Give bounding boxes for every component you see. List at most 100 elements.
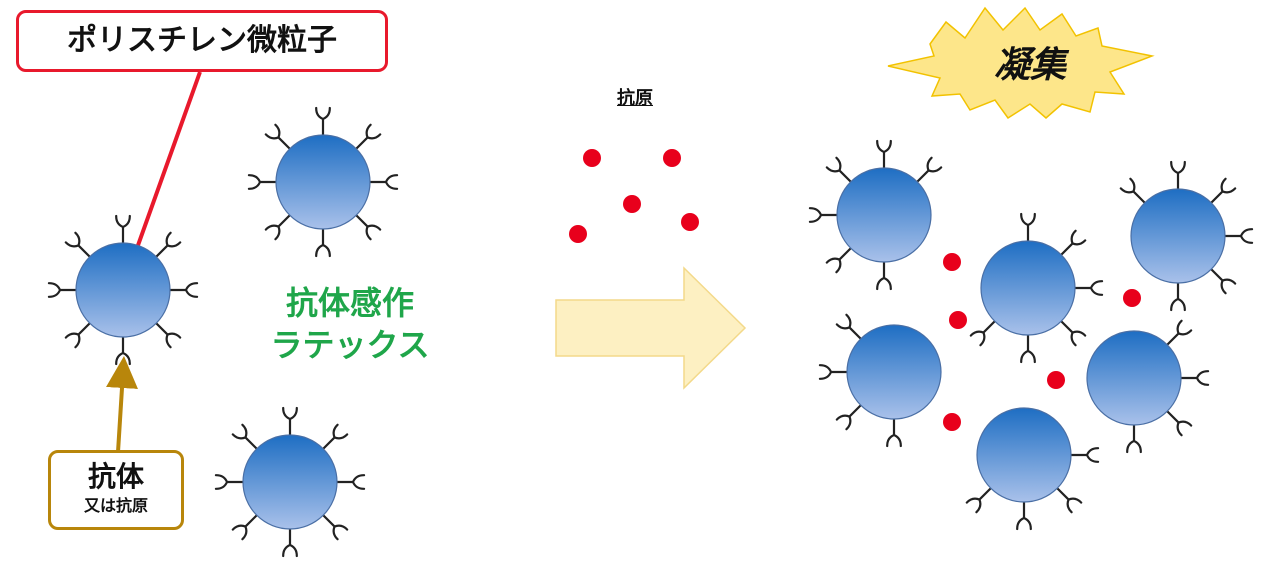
- latex-particle: [965, 407, 1100, 531]
- antibody-y: [1210, 177, 1237, 204]
- antibody-y: [315, 106, 331, 137]
- bound-antigen-dot: [949, 311, 967, 329]
- antibody-y: [818, 364, 849, 380]
- antibody-y: [282, 527, 298, 558]
- antibody-y: [808, 207, 839, 223]
- antigen-dot: [681, 213, 699, 231]
- antibody-y: [322, 514, 349, 541]
- antibody-y: [322, 423, 349, 450]
- polystyrene-bead: [976, 407, 1072, 503]
- antibody-y: [1016, 500, 1032, 531]
- antibody-y: [1210, 268, 1237, 295]
- latex-particle: [969, 212, 1104, 364]
- reaction-arrow: [555, 266, 747, 390]
- antibody-y: [886, 417, 902, 448]
- antibody-y: [825, 247, 852, 274]
- antibody-y: [47, 282, 78, 298]
- antibody-y: [214, 474, 245, 490]
- antibody-y: [1179, 370, 1210, 386]
- antibody-y: [1166, 410, 1193, 437]
- antibody-y: [825, 156, 852, 183]
- antibody-label-box: 抗体 又は抗原: [48, 450, 184, 530]
- bound-antigen-dot: [943, 253, 961, 271]
- antigen-dot: [663, 149, 681, 167]
- polystyrene-bead: [275, 134, 371, 230]
- latex-particle: [214, 406, 366, 558]
- antibody-y: [1020, 212, 1036, 243]
- antibody-y: [264, 123, 291, 150]
- antibody-label: 抗体: [87, 460, 144, 493]
- antibody-y: [368, 174, 399, 190]
- antibody-y: [965, 487, 992, 514]
- antibody-y: [231, 423, 258, 450]
- bound-antigen-dot: [1123, 289, 1141, 307]
- latex-label-line1: 抗体感作: [285, 284, 414, 322]
- latex-label-line2: ラテックス: [270, 326, 430, 364]
- antibody-y: [64, 231, 91, 258]
- antibody-y: [876, 260, 892, 291]
- antibody-y: [247, 174, 278, 190]
- antigen-label: 抗原: [617, 88, 653, 109]
- latex-particles: [47, 106, 1254, 558]
- antibody-y: [155, 322, 182, 349]
- antibody-y: [1056, 487, 1083, 514]
- polystyrene-bead: [1086, 330, 1182, 426]
- polystyrene-label-box: ポリスチレン微粒子: [16, 10, 388, 72]
- antibody-y: [876, 139, 892, 170]
- latex-particle: [1086, 319, 1210, 454]
- polystyrene-bead: [75, 242, 171, 338]
- polystyrene-bead: [980, 240, 1076, 336]
- antibody-y: [916, 156, 943, 183]
- antibody-y: [1073, 280, 1104, 296]
- aggregation-label: 凝集: [993, 45, 1066, 86]
- antibody-y: [64, 322, 91, 349]
- antibody-sublabel: 又は抗原: [83, 496, 148, 515]
- antibody-y: [835, 313, 862, 340]
- polystyrene-bead: [836, 167, 932, 263]
- antibody-y: [335, 474, 366, 490]
- antibody-pointer-arrow: [106, 356, 138, 453]
- antibody-y: [1223, 228, 1254, 244]
- antibody-y: [1170, 281, 1186, 312]
- antibody-y: [282, 406, 298, 437]
- antibody-y: [264, 214, 291, 241]
- antibody-y: [1060, 229, 1087, 256]
- latex-particle: [808, 139, 943, 291]
- latex-particle: [1119, 160, 1254, 312]
- antibody-y: [969, 320, 996, 347]
- antibody-y: [1020, 333, 1036, 364]
- antibody-y: [355, 214, 382, 241]
- aggregation-burst: [887, 6, 1155, 120]
- antibody-y: [355, 123, 382, 150]
- antigen-dot: [623, 195, 641, 213]
- antibody-y: [315, 227, 331, 258]
- antigen-dot: [583, 149, 601, 167]
- antibody-y: [231, 514, 258, 541]
- antibody-y: [155, 231, 182, 258]
- antibody-y: [168, 282, 199, 298]
- bound-antigen-dot: [1047, 371, 1065, 389]
- sensitized-latex-label: 抗体感作 ラテックス: [250, 282, 450, 366]
- polystyrene-bead: [846, 324, 942, 420]
- antibody-y: [1069, 447, 1100, 463]
- latex-particle: [47, 214, 199, 366]
- bound-antigen-dot: [943, 413, 961, 431]
- free-antigens: [569, 149, 699, 243]
- antibody-y: [1166, 319, 1193, 346]
- antigen-dot: [569, 225, 587, 243]
- latex-particle: [247, 106, 399, 258]
- bound-antigens: [943, 253, 1141, 431]
- antibody-y: [1060, 320, 1087, 347]
- antibody-y: [1170, 160, 1186, 191]
- antibody-y: [835, 404, 862, 431]
- antibody-y: [1119, 177, 1146, 204]
- polystyrene-label: ポリスチレン微粒子: [67, 23, 337, 58]
- antibody-y: [115, 335, 131, 366]
- antibody-y: [115, 214, 131, 245]
- polystyrene-bead: [242, 434, 338, 530]
- latex-particle: [818, 313, 942, 448]
- antibody-y: [1126, 423, 1142, 454]
- polystyrene-bead: [1130, 188, 1226, 284]
